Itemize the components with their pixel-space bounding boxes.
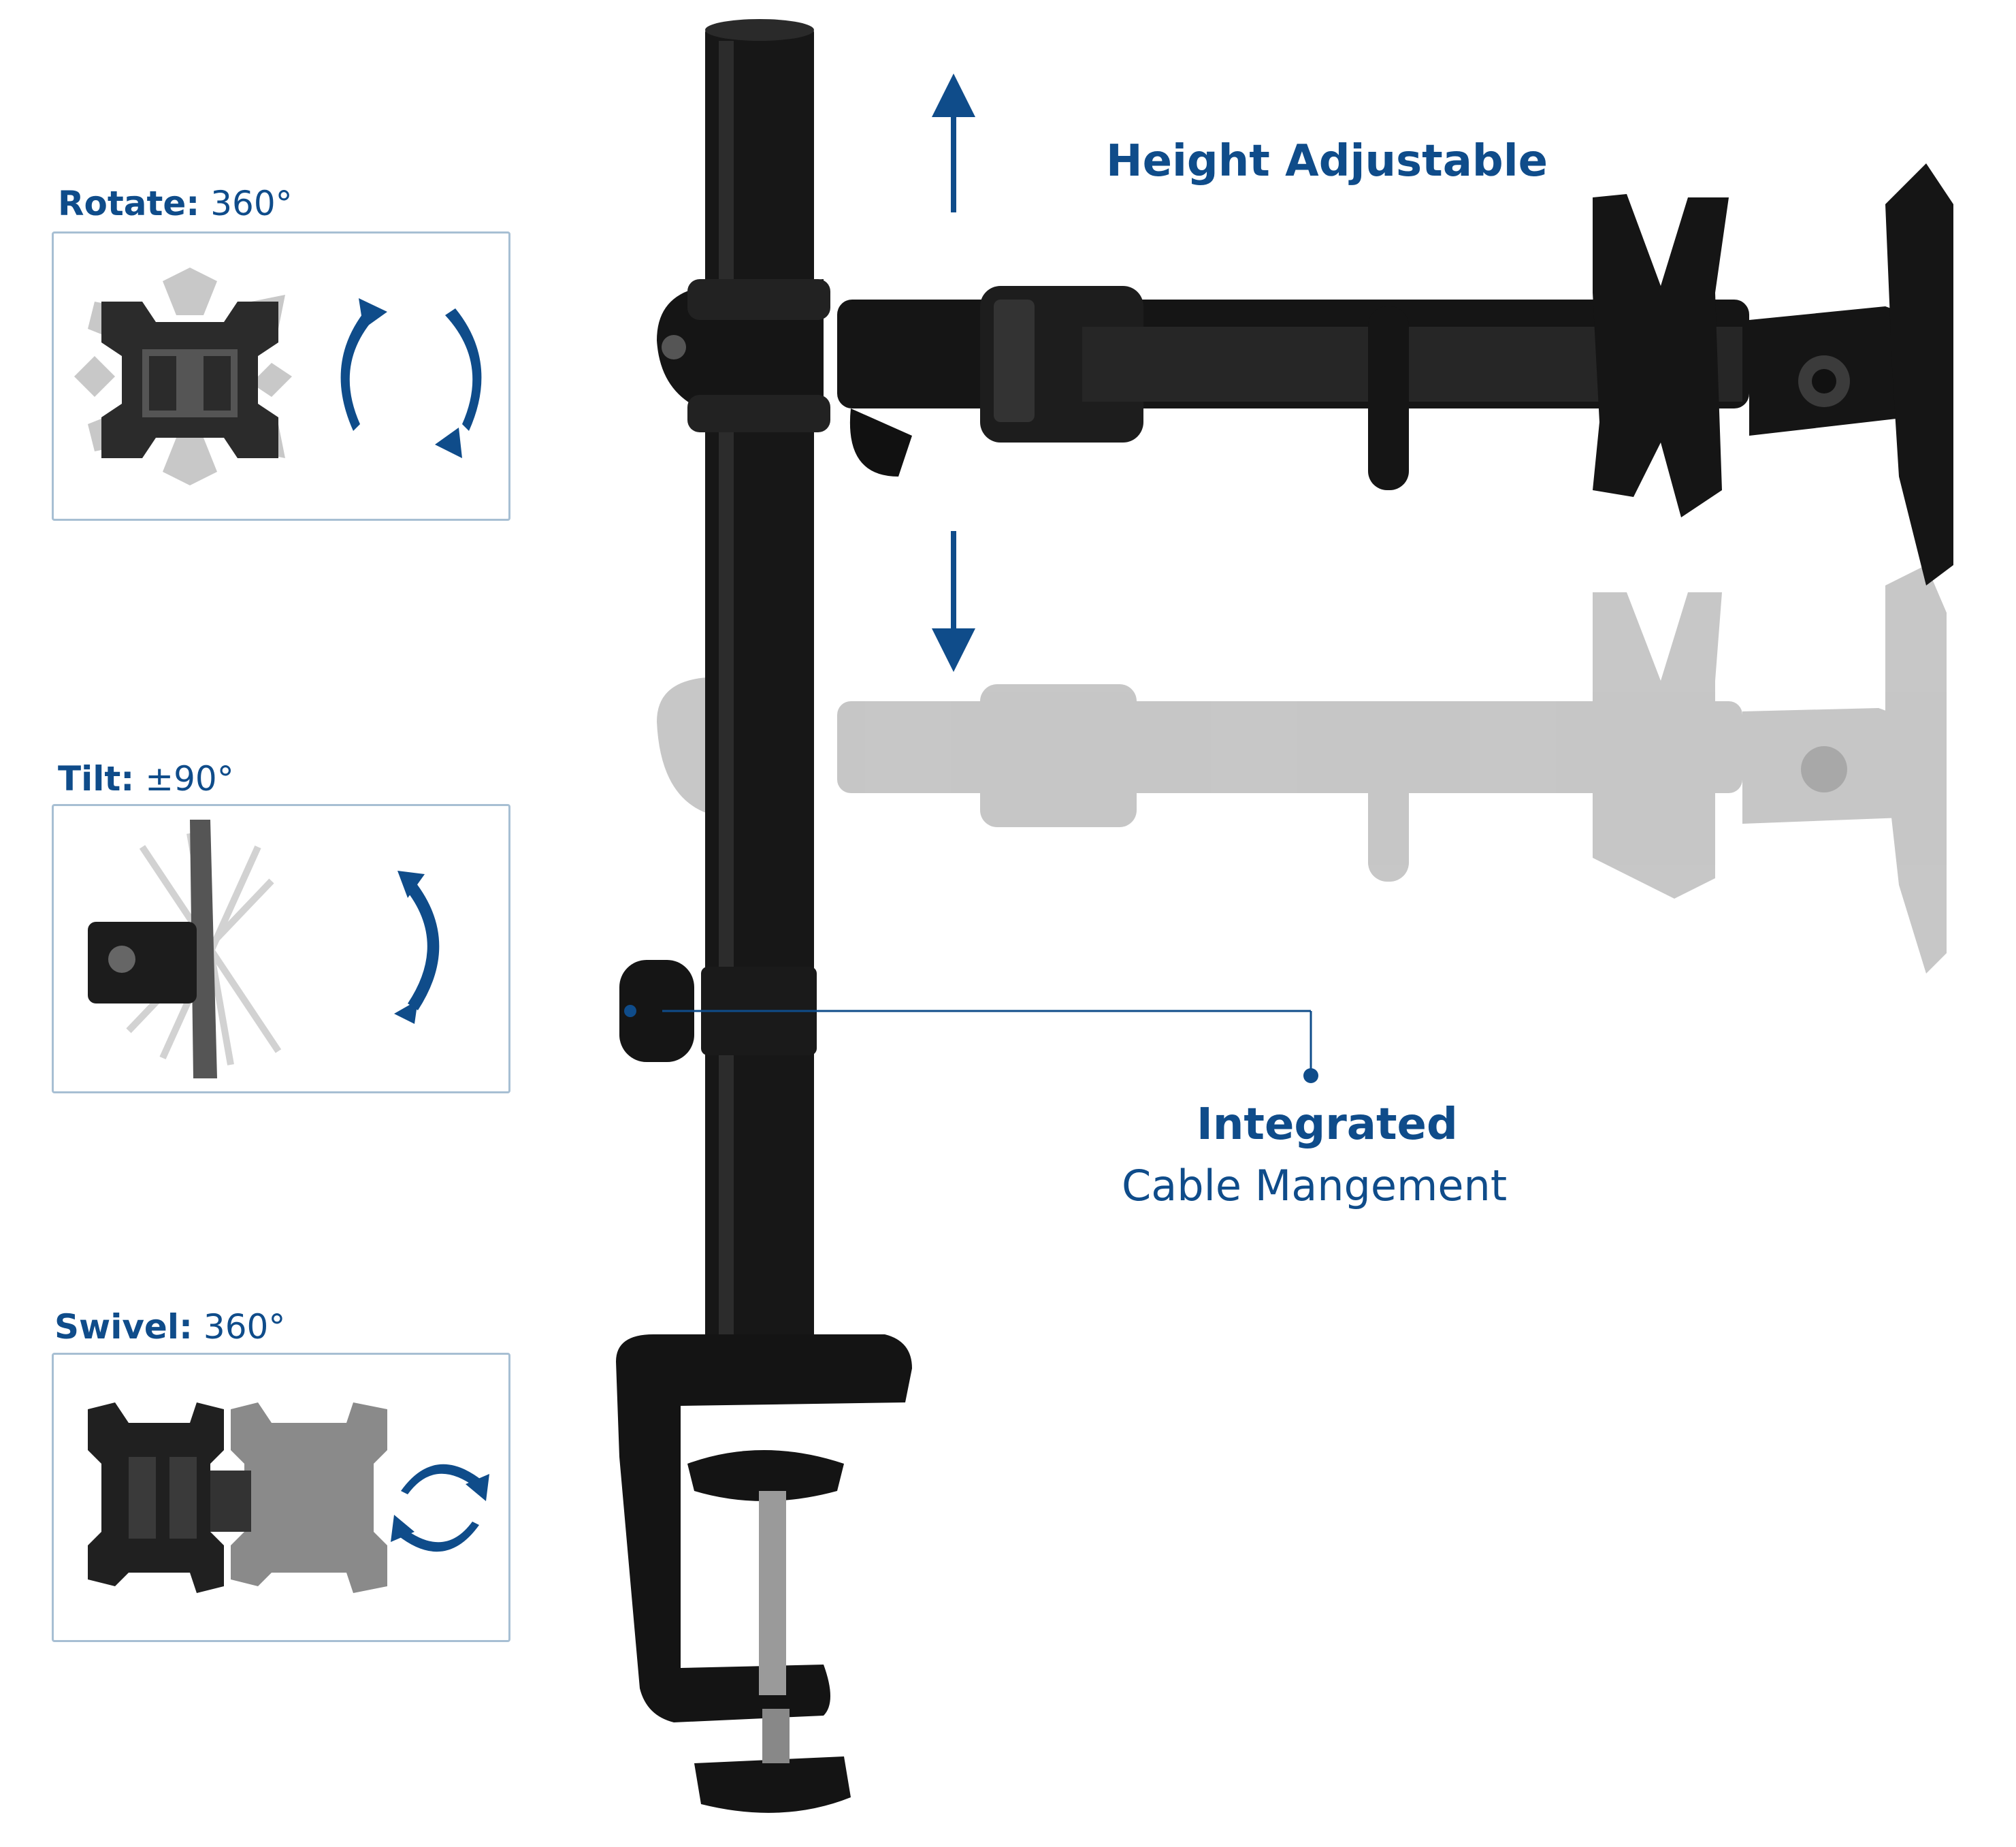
- desk-clamp: [616, 1334, 912, 1813]
- tilt-label-value: ±90°: [145, 759, 234, 799]
- swivel-label: Swivel: 360°: [54, 1307, 285, 1347]
- rotate-label-value: 360°: [210, 184, 293, 223]
- rotate-label-key: Rotate:: [58, 184, 200, 223]
- swivel-arrows-icon: [391, 1464, 489, 1552]
- callout-dot: [1303, 1068, 1318, 1083]
- swivel-illustration: [88, 1402, 489, 1593]
- mount-pole: [705, 19, 814, 1375]
- cable-callout-subtitle: Cable Mangement: [1122, 1161, 1508, 1210]
- rotate-illustration: [74, 268, 482, 485]
- cable-callout-title: Integrated: [1197, 1099, 1458, 1150]
- tilt-label-key: Tilt:: [58, 759, 135, 799]
- tilt-arrow-icon: [394, 871, 440, 1024]
- callout-dot: [624, 1005, 636, 1017]
- swivel-panel: [52, 1353, 510, 1642]
- upper-arm: [657, 163, 1953, 585]
- swivel-label-key: Swivel:: [54, 1307, 193, 1347]
- rotate-arrows-icon: [340, 298, 482, 458]
- tilt-panel: [52, 804, 510, 1093]
- tilt-illustration: [88, 820, 440, 1078]
- rotate-panel: [52, 231, 510, 521]
- swivel-label-value: 360°: [203, 1307, 286, 1347]
- ghost-lower-arm: [657, 565, 1947, 974]
- tilt-label: Tilt: ±90°: [58, 759, 234, 799]
- cable-callout-line: [662, 1010, 1312, 1072]
- rotate-label: Rotate: 360°: [58, 184, 293, 223]
- height-adjustable-title: Height Adjustable: [1106, 136, 1548, 187]
